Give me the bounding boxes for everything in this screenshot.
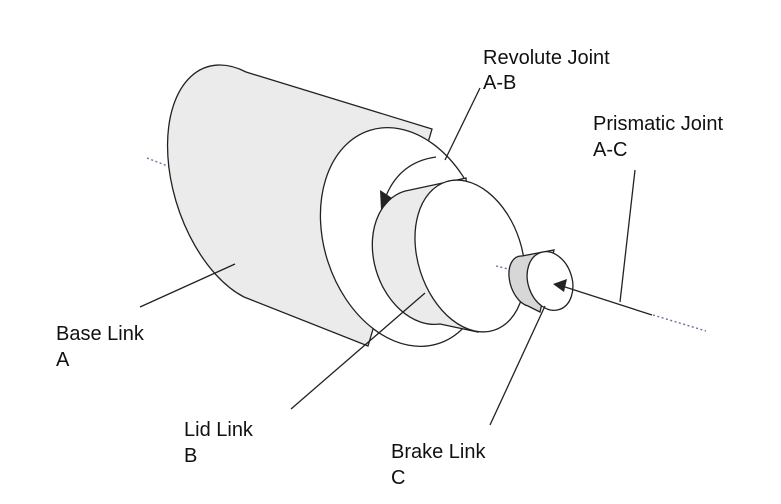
prismatic-leader-line (619, 169, 636, 303)
brake-link-label: Brake Link (391, 441, 486, 463)
revolute-leader-line (444, 87, 481, 161)
brake-link-sublabel: C (391, 467, 405, 489)
brake-link-front-face (526, 251, 574, 311)
base-link-sublabel: A (56, 349, 70, 371)
axis-line-right (652, 314, 707, 332)
lid-link-front-face (414, 179, 526, 333)
lid-link-leader-line (290, 292, 426, 410)
prismatic-arrow-line (561, 285, 653, 316)
brake-link-leader-line (489, 305, 546, 426)
revolute-arrowhead (380, 190, 392, 210)
revolute-rotation-arrow (385, 156, 437, 197)
prismatic-joint-label: Prismatic Joint (593, 113, 723, 135)
lid-link-label: Lid Link (184, 419, 254, 441)
base-link-leader-line (139, 263, 236, 308)
base-link-label: Base Link (56, 323, 145, 345)
revolute-joint-label: Revolute Joint (483, 47, 610, 69)
revolute-joint-sublabel: A-B (483, 72, 516, 94)
lid-link-sublabel: B (184, 445, 197, 467)
prismatic-joint-sublabel: A-C (593, 139, 627, 161)
prismatic-arrowhead (553, 279, 567, 292)
